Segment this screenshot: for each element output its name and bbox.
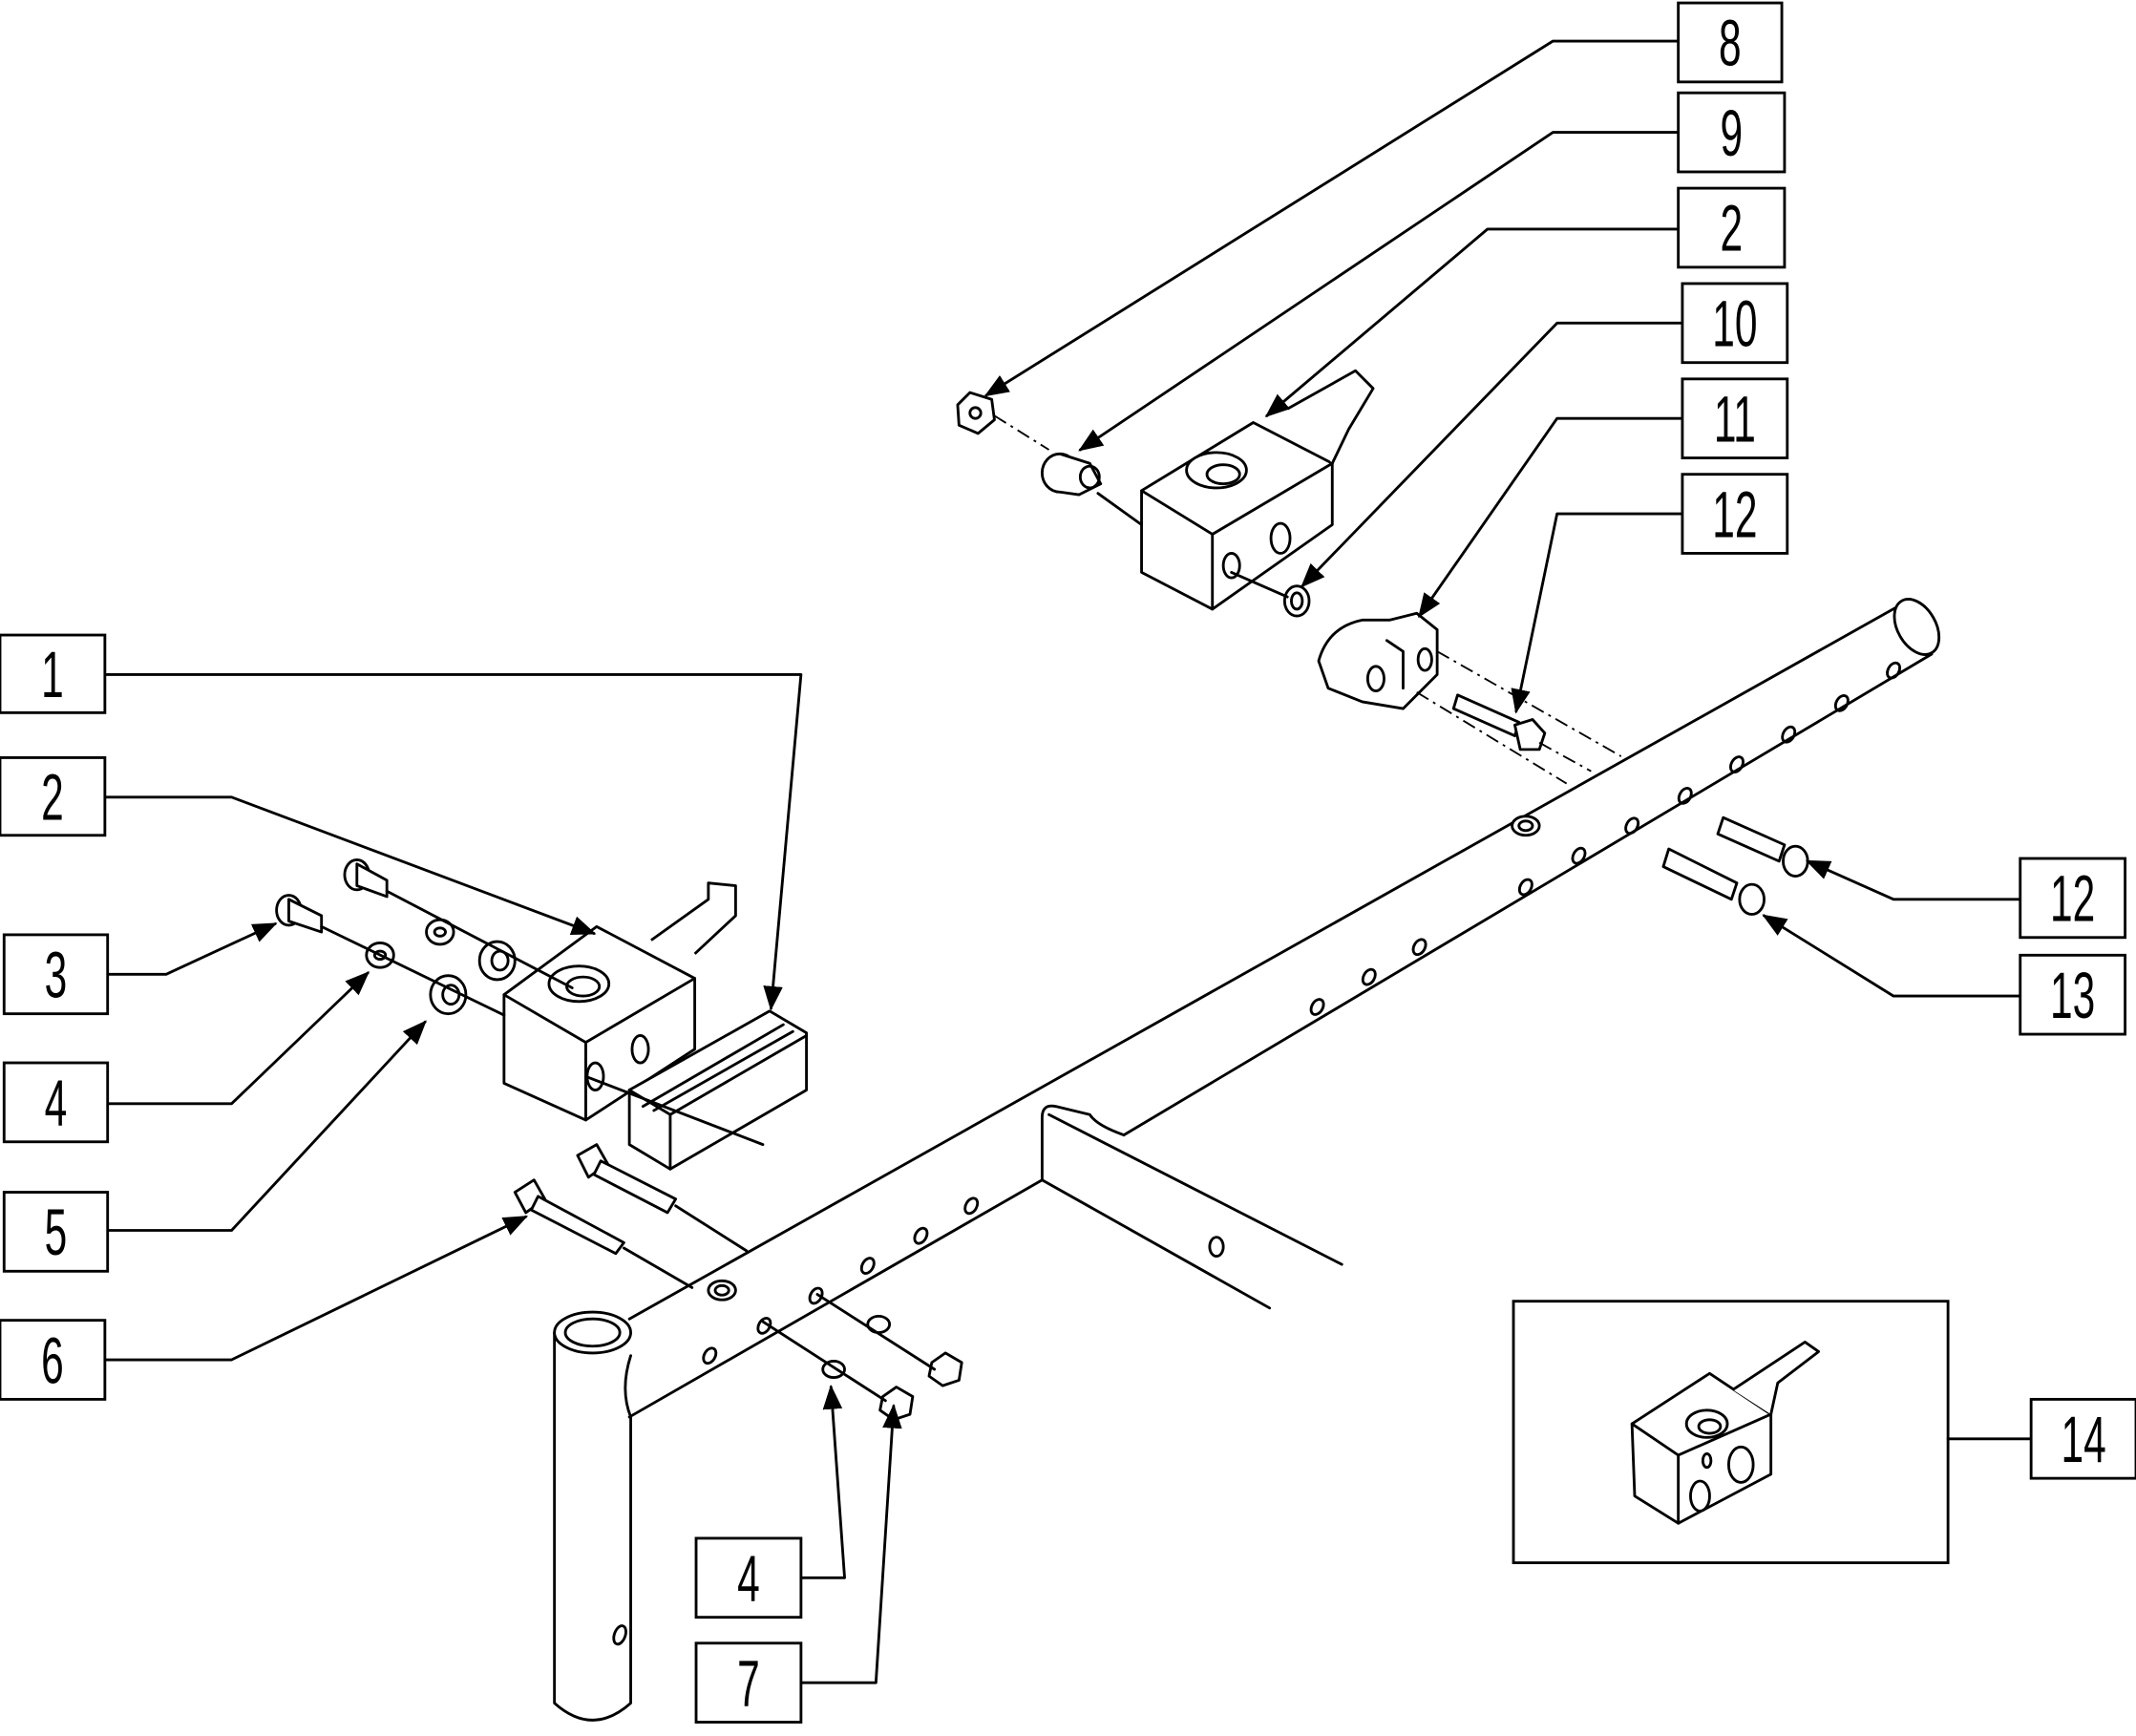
callout-number: 13	[2050, 960, 2095, 1033]
callout-number: 9	[1720, 97, 1743, 171]
callout-6: 12	[1511, 473, 1789, 714]
mount-bracket	[1317, 611, 1439, 710]
leader-line	[1511, 512, 1684, 714]
leader-line	[106, 1020, 427, 1232]
callout-number: 4	[45, 1067, 68, 1140]
leader-line	[103, 672, 803, 1011]
callout-number: 4	[737, 1542, 760, 1616]
callout-5: 11	[1418, 377, 1789, 619]
callout-box	[2019, 857, 2127, 940]
callout-box	[2, 1191, 110, 1273]
leader-line	[799, 1403, 902, 1684]
callout-9: 14	[1946, 1397, 2136, 1480]
callout-2: 9	[1078, 91, 1787, 452]
callout-box	[2029, 1397, 2136, 1480]
callout-box	[2, 1061, 110, 1144]
callout-number: 8	[1719, 7, 1742, 80]
leader-line	[1762, 914, 2022, 998]
crossbar-inserts	[707, 815, 1541, 1302]
leader-line	[1264, 227, 1681, 418]
callout-13: 4	[2, 971, 370, 1144]
callout-10: 1	[0, 633, 803, 1011]
callout-number: 6	[41, 1324, 64, 1398]
left-hardware	[275, 858, 963, 1422]
leader-line	[103, 795, 597, 935]
leader-line	[983, 39, 1681, 397]
callout-number: 7	[737, 1647, 760, 1721]
leader-line	[1078, 131, 1681, 452]
callout-box	[0, 633, 107, 714]
frame-post	[553, 1310, 632, 1722]
callout-number: 3	[45, 939, 68, 1012]
leader-line	[1805, 859, 2022, 901]
callout-box	[0, 756, 107, 837]
inset-detail-panel	[1512, 1300, 1950, 1565]
callout-number: 2	[41, 761, 64, 835]
callout-box	[1677, 91, 1787, 174]
callout-1: 8	[983, 1, 1784, 397]
callout-box	[1677, 1, 1784, 84]
callout-box	[694, 1536, 803, 1620]
callout-box	[694, 1641, 803, 1724]
leader-line	[106, 922, 278, 976]
callout-number: 10	[1712, 287, 1757, 361]
callout-11: 2	[0, 756, 597, 935]
frame-crossbar	[612, 598, 1941, 1646]
callout-8: 13	[1762, 914, 2127, 1036]
callout-14: 5	[2, 1020, 427, 1273]
callout-17: 7	[694, 1403, 902, 1724]
callout-box	[1681, 473, 1789, 555]
callout-box	[1681, 377, 1789, 460]
callout-box	[0, 1319, 107, 1401]
callout-box	[1681, 282, 1789, 365]
frame-side-plate	[1040, 1104, 1343, 1310]
clamp-block-upper	[956, 369, 1375, 618]
leader-line	[1418, 416, 1684, 619]
callout-box	[2019, 953, 2127, 1036]
leader-line	[1301, 321, 1684, 588]
callout-box	[2, 933, 110, 1016]
callout-7: 12	[1805, 857, 2127, 940]
clamp-block-left	[502, 881, 737, 1122]
callout-number: 2	[1720, 192, 1743, 265]
callout-number: 1	[41, 639, 64, 712]
leader-line	[799, 1384, 846, 1579]
callout-box	[1677, 186, 1787, 269]
leader-line	[103, 1215, 528, 1362]
callout-3: 2	[1264, 186, 1787, 418]
crossbar-holes	[612, 661, 1902, 1646]
callout-number: 12	[1712, 478, 1757, 552]
callout-number: 11	[1714, 383, 1756, 456]
callout-15: 6	[0, 1215, 528, 1401]
callout-12: 3	[2, 922, 278, 1016]
callout-number: 12	[2050, 862, 2095, 936]
callout-16: 4	[694, 1384, 846, 1620]
leader-line	[106, 971, 370, 1106]
callout-number: 5	[45, 1196, 68, 1270]
callout-4: 10	[1301, 282, 1789, 588]
slide-rail	[627, 1009, 809, 1171]
callout-number: 14	[2061, 1404, 2105, 1477]
